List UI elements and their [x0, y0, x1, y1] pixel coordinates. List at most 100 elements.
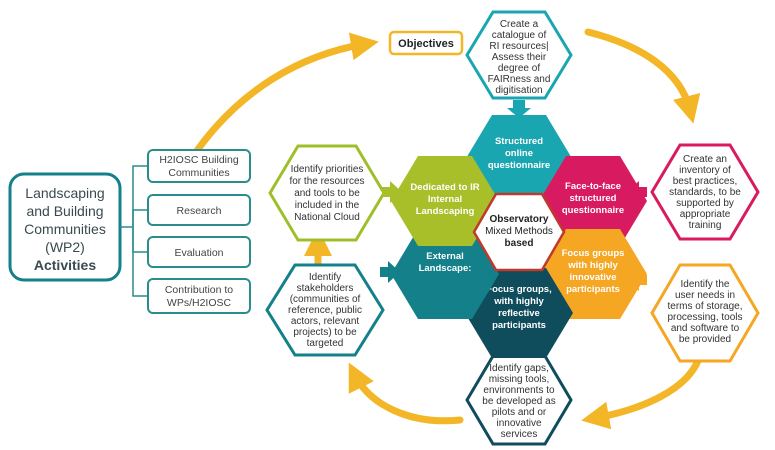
outer-hex-bottom-line-1: missing tools, [489, 374, 550, 385]
inner-hex-upper-left-line-0: Dedicated to IR [410, 182, 479, 193]
inner-hex-top-line-1: online [505, 148, 533, 159]
objectives-label: Objectives [388, 30, 464, 56]
outer-hex-lower-left-line-4: actors, relevant [291, 316, 360, 327]
inner-hex-lower-right-line-3: participants [566, 284, 620, 295]
outer-hex-lower-right-line-2: terms of storage, [667, 301, 742, 312]
inner-hex-top: Structured online questionnaire [465, 115, 573, 205]
inner-hex-upper-left-line-1: Internal [428, 194, 462, 205]
outer-hex-right-line-1: inventory of [679, 165, 731, 176]
outer-hex-lower-right-line-5: be provided [679, 334, 731, 345]
objectives-text: Objectives [398, 38, 454, 50]
outer-hex-bottom-line-2: environments to [483, 385, 555, 396]
outer-hex-top-line-3: Assess their [492, 52, 547, 63]
outer-hex-right-line-3: standards, to be [669, 187, 741, 198]
block-arrow-upper-left [382, 181, 402, 203]
inner-hex-upper-left-line-2: Landscaping [416, 206, 475, 217]
outer-hex-top-line-0: Create a [500, 19, 539, 30]
side-box-0-line-0: H2IOSC Building [159, 154, 239, 166]
side-box-2: Evaluation [147, 236, 251, 268]
main-line-2: Communities [24, 221, 106, 237]
arrow-top-right [584, 28, 701, 124]
inner-hex-lower-left: External Landscape: [391, 229, 499, 319]
outer-hex-lower-right-line-4: and software to [671, 323, 740, 334]
cycle-arrows [192, 28, 704, 430]
outer-hex-bottom-line-4: pilots and or [492, 407, 547, 418]
side-box-3-line-1: WPs/H2IOSC [167, 297, 232, 309]
inner-hex-bottom-line-1: with highly [493, 296, 544, 307]
outer-hex-bottom-line-5: innovative [496, 418, 541, 429]
outer-hex-lower-right-line-0: Identify the [681, 279, 730, 290]
side-box-3: Contribution to WPs/H2IOSC [147, 278, 251, 314]
inner-hex-upper-right: Face-to-face structured questionnaire [539, 156, 647, 246]
outer-hex-upper-left-line-2: and tools to be [294, 188, 360, 199]
arrow-bottom-right [581, 351, 704, 430]
inner-hex-lower-right-line-0: Focus groups [562, 248, 625, 259]
inner-hex-top-line-2: questionnaire [488, 160, 550, 171]
outer-hex-right-line-5: appropriate [680, 209, 731, 220]
outer-hex-upper-left-line-3: included in the [295, 200, 360, 211]
inner-hex-lower-left-line-0: External [426, 251, 464, 262]
inner-hex-top-line-0: Structured [495, 136, 543, 147]
center-hex: Observatory Mixed Methods based [472, 192, 566, 272]
main-bold-line: Activities [34, 257, 96, 273]
outer-hex-right: Create an inventory of best practices, s… [650, 143, 760, 241]
outer-hex-bottom-line-3: be developed as [482, 396, 555, 407]
outer-hex-top-line-1: catalogue of [492, 30, 547, 41]
outer-hex-lower-left-line-1: stakeholders [297, 283, 354, 294]
inner-hex-upper-right-line-1: structured [570, 193, 617, 204]
arrow-to-objectives [192, 32, 379, 156]
outer-hex-lower-left-line-2: (communities of [290, 294, 361, 305]
outer-hex-upper-left-line-0: Identify priorities [291, 164, 364, 175]
outer-hex-bottom: Identify gaps, missing tools, environmen… [465, 354, 573, 446]
outer-hex-right-line-2: best practices, [673, 176, 737, 187]
outer-hex-top-line-6: digitisation [495, 85, 542, 96]
center-line-0: Observatory [490, 214, 549, 225]
outer-hex-bottom-line-0: Identify gaps, [489, 363, 548, 374]
inner-hex-upper-left: Dedicated to IR Internal Landscaping [391, 156, 499, 246]
inner-hex-lower-left-line-1: Landscape: [419, 263, 472, 274]
inner-hex-bottom: Focus groups, with highly reflective par… [465, 268, 573, 358]
main-line-1: and Building [26, 203, 103, 219]
main-line-3: (WP2) [45, 239, 85, 255]
outer-hex-top-line-2: RI resources| [489, 41, 548, 52]
inner-hex-bottom-line-2: reflective [498, 308, 540, 319]
outer-hex-lower-left-line-3: reference, public [288, 305, 362, 316]
inner-hex-lower-right: Focus groups with highly innovative part… [539, 229, 647, 319]
outer-hex-top-line-5: FAIRness and [488, 74, 551, 85]
outer-hex-top: Create a catalogue of RI resources| Asse… [465, 10, 573, 100]
block-arrow-top [507, 100, 531, 118]
side-box-0: H2IOSC Building Communities [147, 149, 251, 183]
outer-hex-upper-left: Identify priorities for the resources an… [268, 144, 386, 242]
main-line-0: Landscaping [25, 185, 104, 201]
outer-hex-lower-right-line-3: processing, tools [667, 312, 742, 323]
inner-hex-bottom-line-3: participants [492, 320, 546, 331]
outer-hex-lower-left-line-5: projects) to be [293, 327, 357, 338]
outer-hex-top-line-4: degree of [498, 63, 540, 74]
outer-hex-upper-left-line-4: National Cloud [294, 212, 360, 223]
side-box-3-line-0: Contribution to [165, 284, 233, 296]
inner-hex-bottom-line-0: Focus groups, [486, 284, 551, 295]
outer-hex-upper-left-line-1: for the resources [289, 176, 364, 187]
inner-hex-lower-right-line-2: innovative [570, 272, 617, 283]
center-line-2: based [505, 238, 534, 249]
inner-hex-upper-right-line-2: questionnaire [562, 205, 624, 216]
outer-hex-lower-right-line-1: user needs in [675, 290, 735, 301]
arrow-bottom-left [348, 362, 464, 425]
side-box-0-line-1: Communities [168, 167, 229, 179]
main-box: Landscaping and Building Communities (WP… [8, 172, 122, 282]
side-box-2-line-0: Evaluation [174, 247, 223, 259]
outer-hex-right-line-4: supported by [676, 198, 734, 209]
outer-hex-lower-right: Identify the user needs in terms of stor… [650, 263, 760, 363]
connectors [120, 165, 148, 297]
inner-hex-upper-right-line-0: Face-to-face [565, 181, 621, 192]
outer-hex-right-line-6: training [689, 220, 722, 231]
outer-hex-lower-left: Identify stakeholders (communities of re… [265, 263, 385, 357]
outer-hex-lower-left-line-6: targeted [307, 338, 344, 349]
center-line-1: Mixed Methods [485, 226, 553, 237]
outer-hex-bottom-line-6: services [501, 429, 538, 440]
side-box-1-line-0: Research [177, 205, 222, 217]
inner-hex-lower-right-line-1: with highly [567, 260, 618, 271]
side-box-1: Research [147, 194, 251, 226]
outer-hex-right-line-0: Create an [683, 154, 727, 165]
